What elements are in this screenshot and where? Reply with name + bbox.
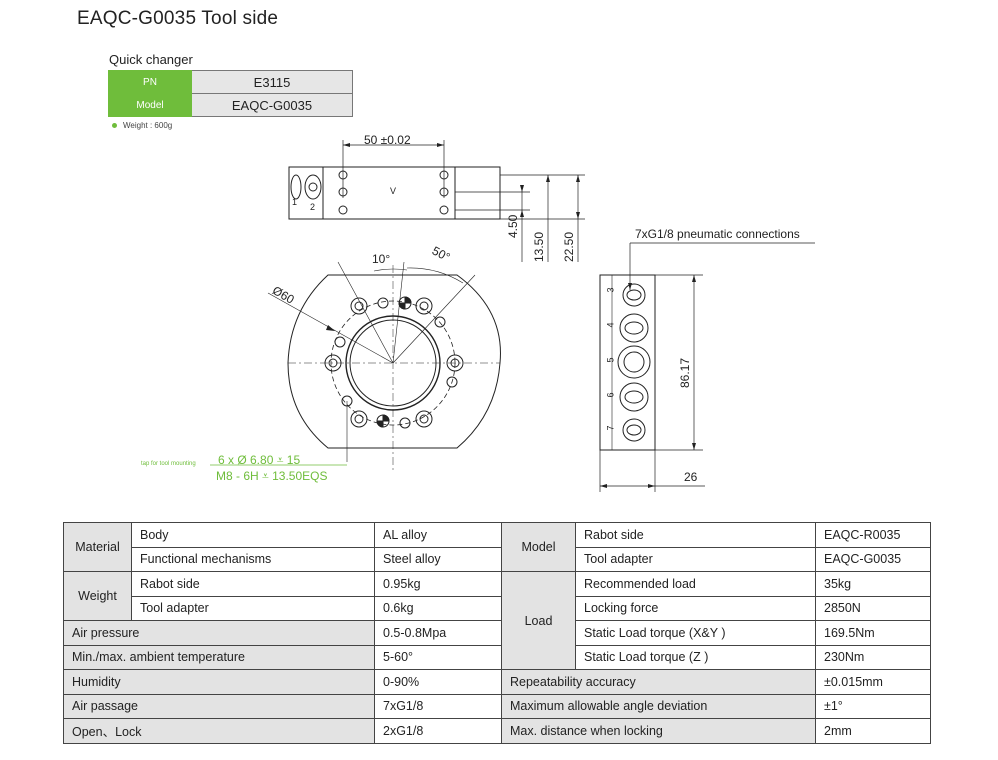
load-label: Load xyxy=(501,571,576,670)
spec-row: Min./max. ambient temperature 5-60° Stat… xyxy=(63,644,931,670)
air-passage-label: Air passage xyxy=(63,693,375,719)
spec-row: Material Body AL alloy Model Rabot side … xyxy=(63,522,931,572)
port-number-5: 5 xyxy=(605,357,616,363)
open-lock-label: Open、Lock xyxy=(63,718,375,744)
air-pressure-label: Air pressure xyxy=(63,620,375,646)
dimension-4-50: 4.50 xyxy=(506,214,520,238)
dimension-86-17: 86.17 xyxy=(678,357,692,388)
air-passage-value: 7xG1/8 xyxy=(374,693,502,719)
humidity-value: 0-90% xyxy=(374,669,502,695)
hole-spec-line1: 6 x Ø 6.80 ⩡ 15 xyxy=(218,453,301,467)
dimension-22-50: 22.50 xyxy=(562,231,576,262)
dimension-50: 50 ±0.02 xyxy=(364,133,411,147)
dimension-26: 26 xyxy=(684,470,698,484)
model-tool-value: EAQC-G0035 xyxy=(815,546,931,572)
weight-label: Weight xyxy=(63,571,132,621)
qc-row-model: Model EAQC-G0035 xyxy=(108,93,353,117)
spec-row: Tool adapter 0.6kg Locking force 2850N xyxy=(64,595,931,621)
dimension-13-50: 13.50 xyxy=(532,231,546,262)
model-tool-label: Tool adapter xyxy=(575,546,816,572)
quick-changer-label: Quick changer xyxy=(109,52,193,67)
top-mark-1: 1 xyxy=(292,197,298,207)
model-label: Model xyxy=(501,522,576,572)
material-body-value: AL alloy xyxy=(374,522,502,548)
spec-row: Weight Rabot side 0.95kg Load Recommende… xyxy=(63,571,931,670)
spec-row: Humidity 0-90% Repeatability accuracy ±0… xyxy=(63,669,931,695)
spec-row: Air passage 7xG1/8 Maximum allowable ang… xyxy=(63,693,931,719)
green-bullet-icon xyxy=(112,123,117,129)
front-view xyxy=(210,261,501,470)
hole-spec-line2: M8 - 6H ⩡ 13.50EQS xyxy=(216,469,328,483)
spec-row: Open、Lock 2xG1/8 Max. distance when lock… xyxy=(63,718,931,744)
max-distance-value: 2mm xyxy=(815,718,931,744)
top-mark-2: 2 xyxy=(310,202,316,212)
load-recommended-value: 35kg xyxy=(815,571,931,597)
material-body-label: Body xyxy=(131,522,375,548)
pneumatic-label: 7xG1/8 pneumatic connections xyxy=(635,227,800,241)
angle-deviation-value: ±1° xyxy=(815,693,931,719)
load-locking-value: 2850N xyxy=(815,595,931,621)
load-z-value: 230Nm xyxy=(815,644,931,670)
temperature-label: Min./max. ambient temperature xyxy=(63,644,375,670)
load-recommended-label: Recommended load xyxy=(575,571,816,597)
weight-robot-label: Rabot side xyxy=(131,571,375,597)
temperature-value: 5-60° xyxy=(374,644,502,670)
port-number-3: 3 xyxy=(605,287,616,293)
qc-value-pn: E3115 xyxy=(191,70,353,94)
angle-10: 10° xyxy=(372,252,391,266)
weight-note: Weight : 600g xyxy=(112,121,172,130)
model-robot-value: EAQC-R0035 xyxy=(815,522,931,548)
repeatability-label: Repeatability accuracy xyxy=(501,669,816,695)
qc-value-model: EAQC-G0035 xyxy=(191,93,353,117)
repeatability-value: ±0.015mm xyxy=(815,669,931,695)
weight-robot-value: 0.95kg xyxy=(374,571,502,597)
load-locking-label: Locking force xyxy=(575,595,816,621)
qc-key-model: Model xyxy=(108,93,192,117)
weight-tool-value: 0.6kg xyxy=(374,595,502,621)
side-view xyxy=(599,242,815,492)
port-number-4: 4 xyxy=(605,322,616,328)
page-title: EAQC-G0035 Tool side xyxy=(77,8,279,29)
material-func-value: Steel alloy xyxy=(374,546,502,572)
top-mark-v: V xyxy=(390,186,397,196)
load-xy-value: 169.5Nm xyxy=(815,620,931,646)
material-func-label: Functional mechanisms xyxy=(131,546,375,572)
hole-spec-note: tap for tool mounting xyxy=(141,461,196,467)
max-distance-label: Max. distance when locking xyxy=(501,718,816,744)
qc-key-pn: PN xyxy=(108,70,192,94)
spec-table: Material Body AL alloy Model Rabot side … xyxy=(63,522,931,744)
open-lock-value: 2xG1/8 xyxy=(374,718,502,744)
load-z-label: Static Load torque (Z ) xyxy=(575,644,816,670)
spec-row: Air pressure 0.5-0.8Mpa Static Load torq… xyxy=(63,620,931,646)
spec-row: Functional mechanisms Steel alloy Tool a… xyxy=(64,546,931,572)
model-robot-label: Rabot side xyxy=(575,522,816,548)
port-number-6: 6 xyxy=(605,392,616,398)
material-label: Material xyxy=(63,522,132,572)
air-pressure-value: 0.5-0.8Mpa xyxy=(374,620,502,646)
top-view xyxy=(288,140,585,262)
load-xy-label: Static Load torque (X&Y ) xyxy=(575,620,816,646)
quick-changer-table: PN E3115 Model EAQC-G0035 xyxy=(108,70,353,117)
weight-note-text: Weight : 600g xyxy=(123,121,173,130)
port-number-7: 7 xyxy=(605,425,616,431)
qc-row-pn: PN E3115 xyxy=(108,70,353,94)
weight-tool-label: Tool adapter xyxy=(131,595,375,621)
humidity-label: Humidity xyxy=(63,669,375,695)
angle-deviation-label: Maximum allowable angle deviation xyxy=(501,693,816,719)
technical-drawing xyxy=(210,140,815,492)
